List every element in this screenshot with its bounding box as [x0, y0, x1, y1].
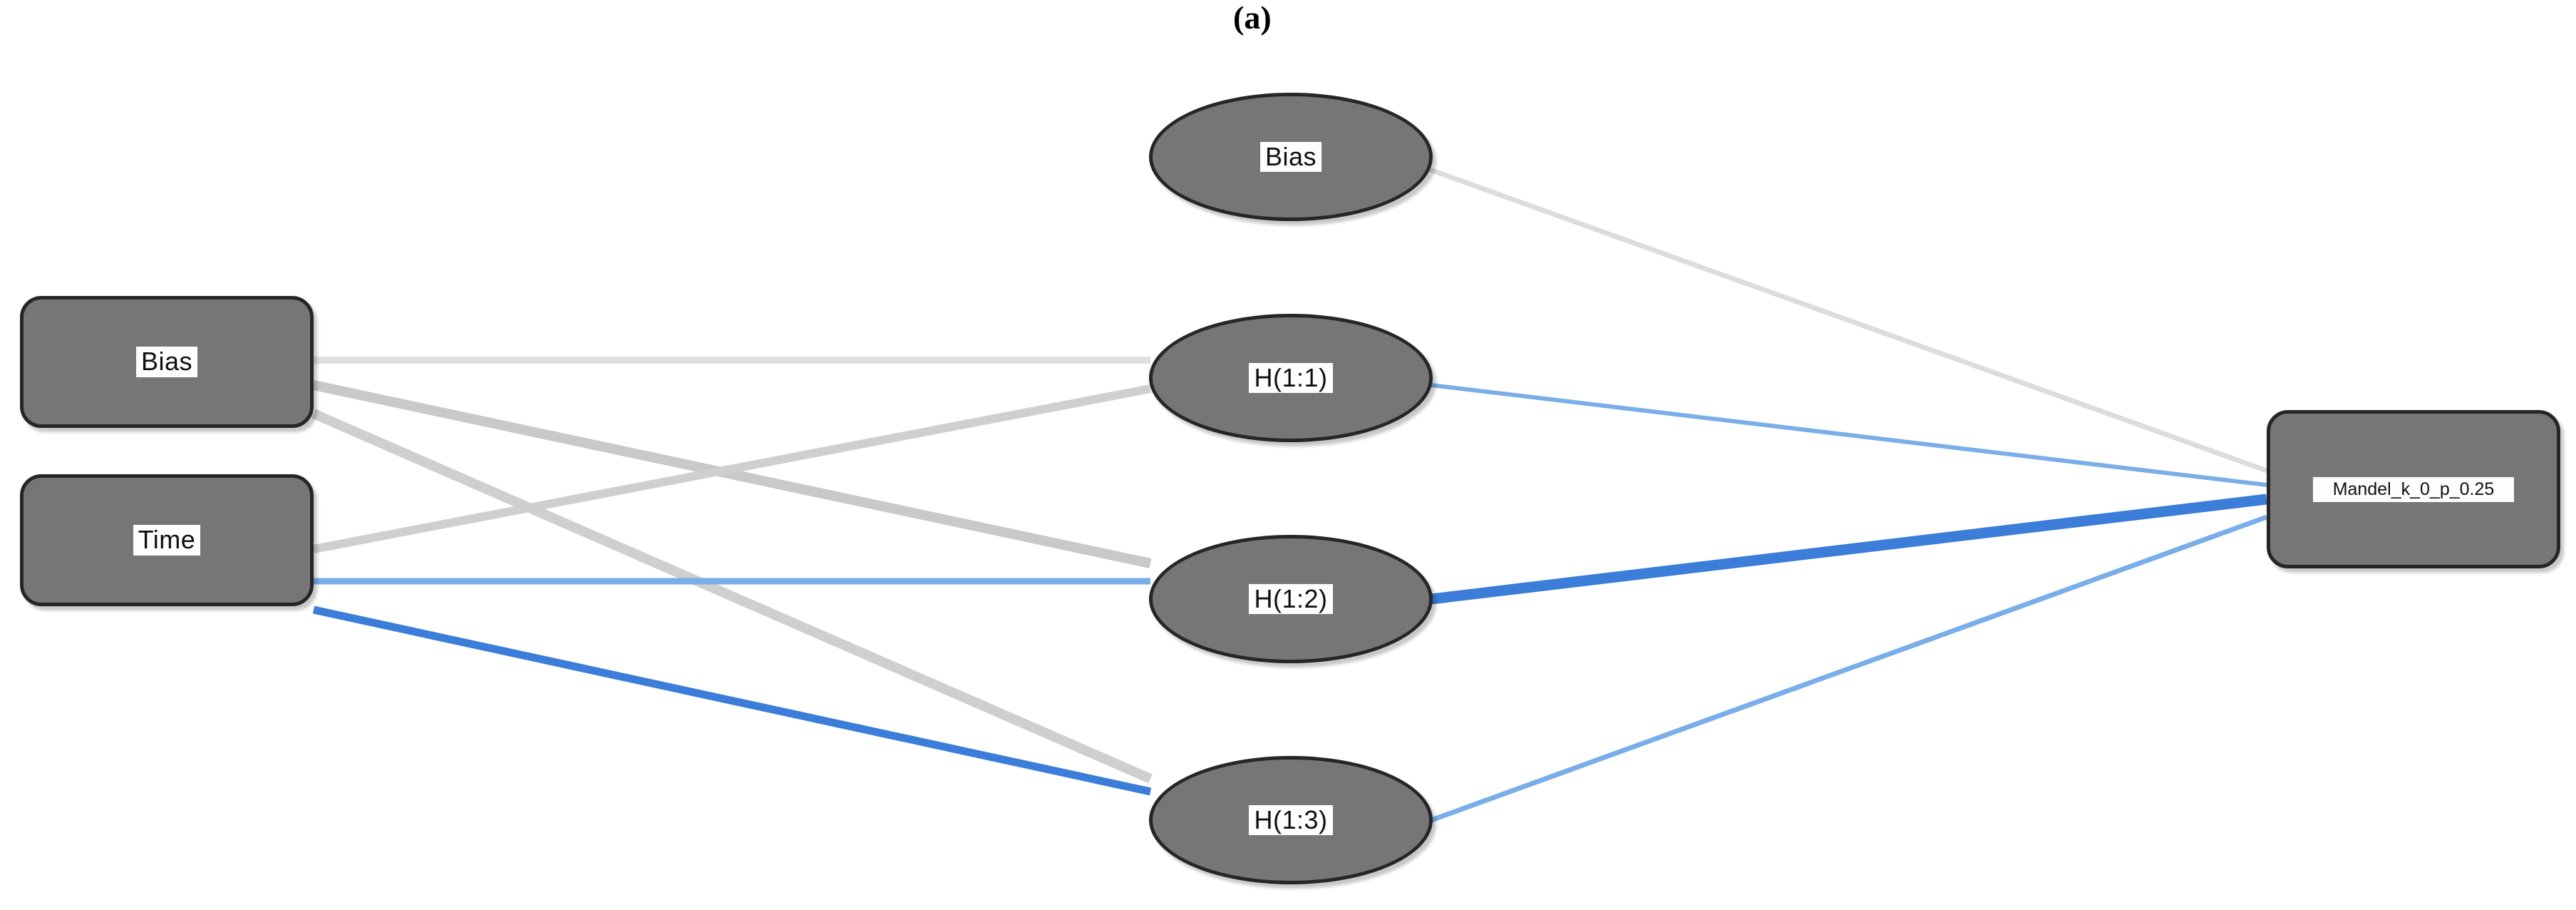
node-out-1[interactable]: Mandel_k_0_p_0.25	[2267, 410, 2560, 568]
node-label-h-2: H(1:2)	[1249, 583, 1333, 615]
edge-in-time-to-h-1	[312, 384, 1152, 553]
panel-caption: (a)	[1233, 0, 1272, 36]
edge-in-bias-to-h-3	[311, 409, 1153, 784]
edge-h-bias-to-out-1	[1397, 155, 2268, 474]
node-label-h-3: H(1:3)	[1249, 804, 1333, 836]
node-label-in-bias: Bias	[135, 347, 198, 377]
edge-h-3-to-out-1	[1430, 514, 2268, 823]
node-label-out-1: Mandel_k_0_p_0.25	[2313, 476, 2514, 502]
edge-in-time-to-h-3	[312, 605, 1152, 796]
node-h-2[interactable]: H(1:2)	[1149, 535, 1433, 663]
node-label-in-time: Time	[133, 525, 201, 556]
edge-in-bias-to-h-2	[312, 380, 1152, 568]
node-label-h-1: H(1:1)	[1249, 362, 1333, 394]
node-in-bias[interactable]: Bias	[20, 296, 314, 428]
node-in-time[interactable]: Time	[20, 474, 314, 606]
edge-h-1-to-out-1	[1431, 383, 2267, 487]
node-h-3[interactable]: H(1:3)	[1149, 756, 1433, 884]
edge-h-2-to-out-1	[1431, 494, 2267, 605]
node-h-1[interactable]: H(1:1)	[1149, 314, 1433, 442]
node-h-bias[interactable]: Bias	[1149, 93, 1433, 221]
node-label-h-bias: Bias	[1259, 141, 1322, 173]
